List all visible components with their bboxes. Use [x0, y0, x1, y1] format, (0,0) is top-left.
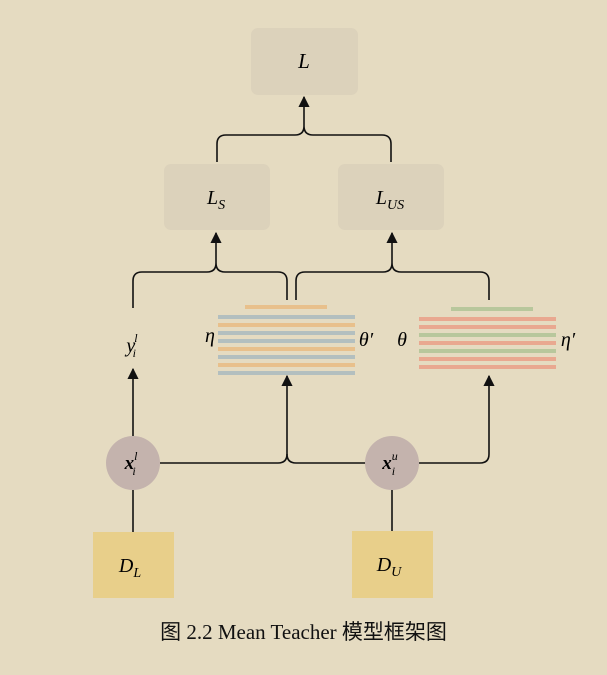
labeled-dataset-box	[93, 532, 174, 598]
unlabeled-dataset-box	[352, 531, 433, 598]
mean-teacher-diagram: L LS LUS η θ′ θ η′	[93, 28, 576, 598]
teacher-params-label: θ	[397, 329, 407, 351]
student-stripe	[218, 331, 355, 335]
unlabeled-input-to-teacher	[419, 374, 495, 464]
teacher-noise-label: η′	[561, 329, 576, 351]
unsupervised-merge-connector	[295, 262, 490, 300]
student-stripe	[218, 347, 355, 351]
unsupervised-loss-box	[338, 164, 444, 230]
student-stripe	[218, 315, 355, 319]
loss-merge-connector	[216, 125, 392, 162]
labeled-input-node	[106, 436, 160, 490]
student-params-label: θ′	[359, 329, 374, 351]
teacher-stripe	[419, 357, 556, 361]
student-stripe	[218, 323, 355, 327]
teacher-stripe	[419, 333, 556, 337]
supervised-loss-label: LS	[206, 187, 225, 213]
labeled-input-to-student	[160, 374, 293, 464]
teacher-stripe	[419, 325, 556, 329]
unlabeled-input-to-student	[286, 453, 366, 464]
total-loss-label: L	[297, 49, 310, 73]
student-stripe	[218, 355, 355, 359]
teacher-stripe	[419, 341, 556, 345]
teacher-model	[419, 307, 556, 369]
teacher-stripe	[419, 365, 556, 369]
student-model	[218, 305, 355, 375]
unlabeled-input-node	[365, 436, 419, 490]
unsupervised-loss-label: LUS	[375, 187, 404, 213]
student-stripe	[218, 363, 355, 367]
teacher-stripe	[419, 317, 556, 321]
labeled-dataset-label: DL	[118, 555, 141, 581]
unlabeled-dataset-label: DU	[376, 554, 402, 580]
teacher-stripe	[451, 307, 533, 311]
total-loss-box	[251, 28, 358, 95]
student-stripe	[218, 339, 355, 343]
student-stripe	[218, 371, 355, 375]
teacher-stripe	[419, 349, 556, 353]
supervised-loss-box	[164, 164, 270, 230]
student-noise-label: η	[205, 325, 215, 347]
student-stripe	[245, 305, 327, 309]
figure-caption: 图 2.2 Mean Teacher 模型框架图	[160, 620, 447, 644]
supervised-merge-connector	[132, 262, 288, 308]
